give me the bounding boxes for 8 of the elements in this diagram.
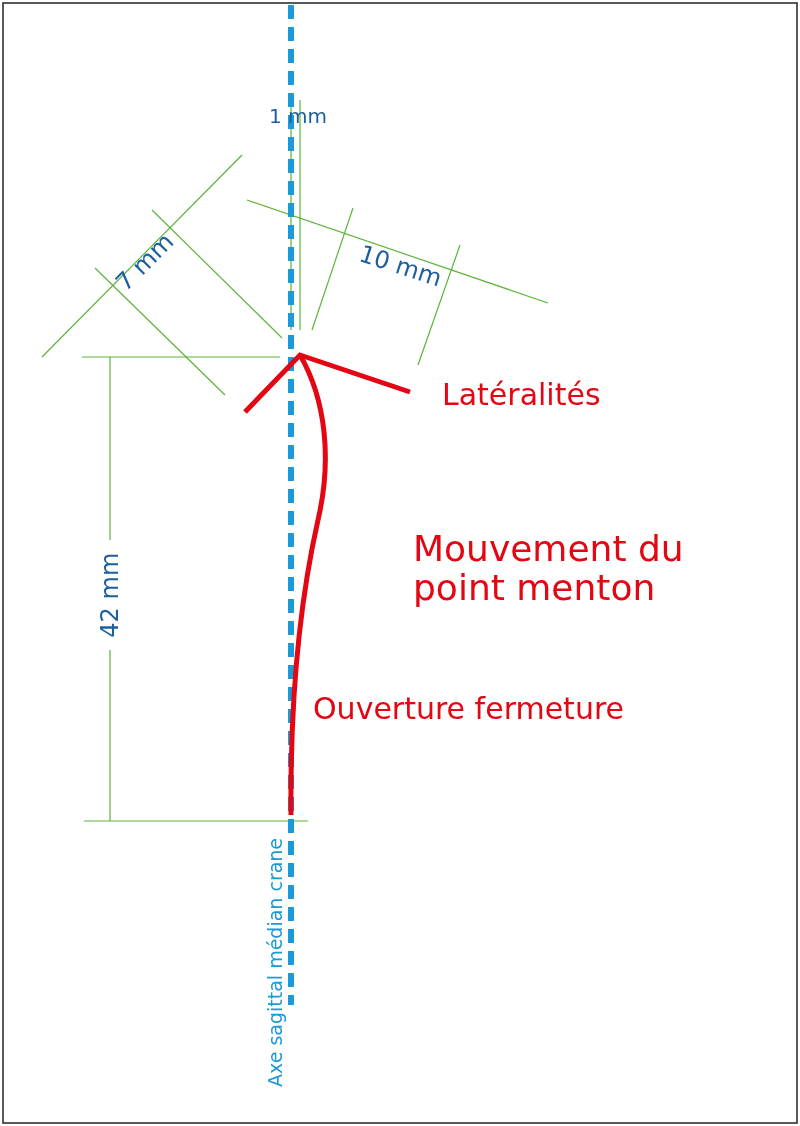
movement-label: Latéralités <box>442 377 601 411</box>
dimension-label: 1 mm <box>269 105 328 127</box>
movement-label: Ouverture fermeture <box>313 691 625 725</box>
dimension-label: 7 mm <box>110 228 179 297</box>
axis-label: Axe sagittal médian crane <box>264 837 286 1087</box>
diagram-heading: Mouvement du point menton <box>413 528 685 608</box>
dimension-label: 10 mm <box>355 240 445 292</box>
dimension-label: 42 mm <box>96 552 124 638</box>
